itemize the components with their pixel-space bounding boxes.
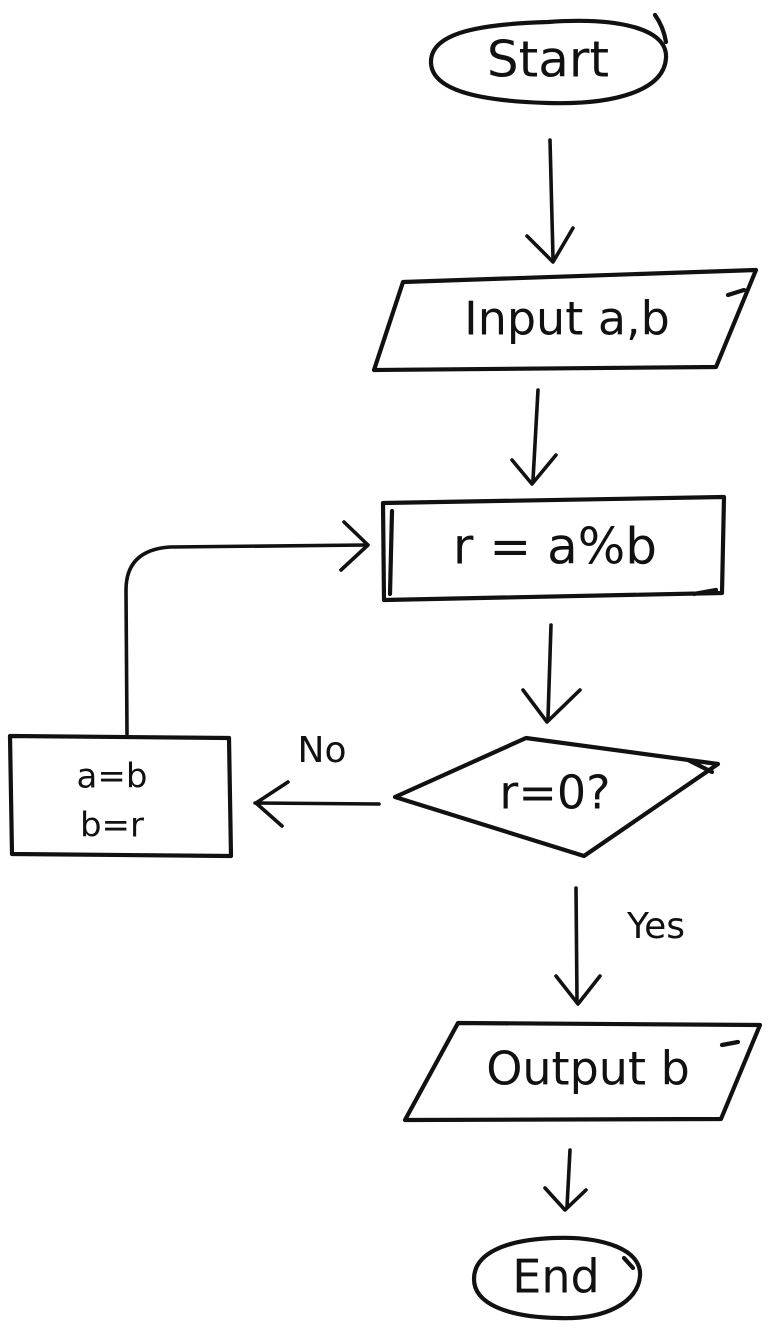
edge-label-yes: Yes	[626, 906, 685, 947]
arrow-input-to-compute	[510, 388, 558, 486]
input-node: Input a,b	[371, 267, 759, 373]
start-ellipse	[428, 12, 669, 106]
output-node: Output b	[402, 1020, 763, 1123]
edge-label-no: No	[298, 730, 347, 771]
output-label: Output b	[486, 1042, 690, 1096]
arrow-compute-to-decision	[521, 623, 582, 724]
end-node: End	[471, 1235, 643, 1321]
decision-label: r=0?	[499, 766, 610, 820]
arrow-decision-to-swap	[253, 780, 381, 828]
swap-label-line2: b=r	[80, 806, 144, 846]
output-parallelogram	[402, 1020, 763, 1123]
decision-diamond	[392, 735, 721, 859]
compute-box	[380, 494, 727, 603]
start-node: Start	[428, 12, 669, 106]
decision-node: r=0?	[392, 735, 721, 859]
arrow-start-to-input	[525, 138, 575, 264]
arrow-loop-back	[124, 520, 370, 736]
swap-label-line1: a=b	[77, 757, 148, 797]
input-parallelogram	[371, 267, 759, 373]
compute-node: r = a%b	[380, 494, 727, 603]
end-label: End	[512, 1250, 599, 1304]
compute-label: r = a%b	[453, 518, 657, 576]
start-label: Start	[487, 31, 609, 89]
swap-node: a=b b=r	[7, 733, 234, 859]
arrow-output-to-end	[543, 1148, 588, 1212]
arrow-decision-to-output	[554, 886, 602, 1006]
swap-box	[7, 733, 234, 859]
input-label: Input a,b	[464, 292, 670, 346]
end-ellipse	[471, 1235, 643, 1321]
